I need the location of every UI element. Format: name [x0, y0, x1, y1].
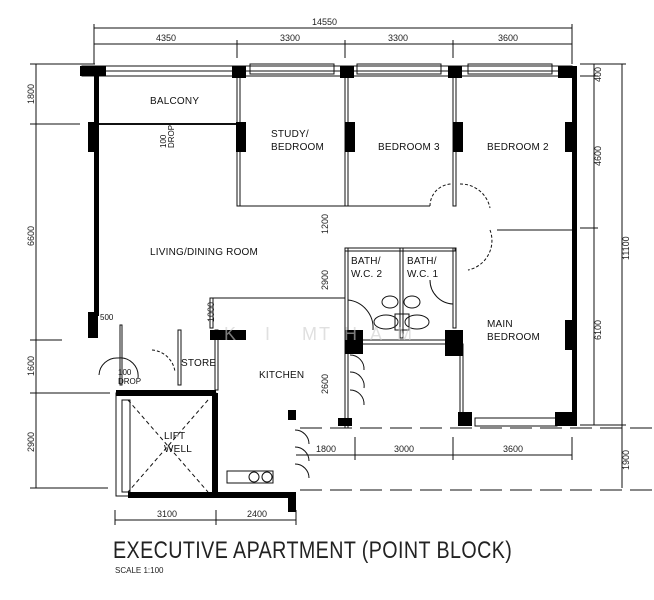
- room-kitchen: KITCHEN: [259, 370, 304, 381]
- room-study-2: BEDROOM: [271, 142, 324, 153]
- room-bath2-1: BATH/: [351, 256, 381, 267]
- svg-text:K: K: [224, 324, 236, 344]
- dim-kitchen-1000: 1000: [206, 302, 216, 322]
- svg-text:I: I: [265, 324, 270, 344]
- dim-right-4600: 4600: [593, 146, 603, 166]
- room-main-2: BEDROOM: [487, 332, 540, 343]
- dim-inner-1200: 1200: [320, 214, 330, 234]
- entry-drop-num: 100: [118, 368, 132, 377]
- svg-text:M: M: [302, 324, 317, 344]
- dim-top-total: 14550: [312, 17, 337, 27]
- dim-left-2: 6600: [26, 226, 36, 246]
- svg-text:H: H: [344, 324, 357, 344]
- svg-text:A: A: [370, 324, 382, 344]
- svg-text:T: T: [319, 324, 330, 344]
- dim-right-total: 11100: [621, 236, 631, 260]
- svg-text:M: M: [397, 324, 412, 344]
- room-lift-1: LIFT: [164, 431, 185, 442]
- dim-top-2: 3300: [280, 33, 300, 43]
- watermark: K I M T H A M: [224, 324, 412, 344]
- dim-top-1: 4350: [156, 33, 176, 43]
- plan-scale: SCALE 1:100: [115, 566, 164, 575]
- room-store: STORE: [181, 358, 216, 369]
- dim-bottom-3100: 3100: [157, 509, 177, 519]
- dim-inner-2600: 2600: [320, 374, 330, 394]
- dim-right-400: 400: [593, 67, 603, 82]
- dim-left-1: 1800: [26, 84, 36, 104]
- dim-bottom-2400: 2400: [247, 509, 267, 519]
- room-bedroom3: BEDROOM 3: [378, 142, 440, 153]
- dim-bottom-1800: 1800: [316, 444, 336, 454]
- plan-title: EXECUTIVE APARTMENT (POINT BLOCK): [113, 537, 513, 564]
- room-living-dining: LIVING/DINING ROOM: [150, 247, 258, 258]
- dim-left-3: 1600: [26, 356, 36, 376]
- dim-top-4: 3600: [498, 33, 518, 43]
- dim-right-bottom: 1900: [621, 450, 631, 470]
- room-study-1: STUDY/: [271, 129, 309, 140]
- balcony-drop-num: 100: [159, 134, 168, 148]
- dim-top-3: 3300: [388, 33, 408, 43]
- room-balcony: BALCONY: [150, 96, 199, 107]
- room-bath1-2: W.C. 1: [407, 269, 438, 280]
- dim-bottom-3600: 3600: [503, 444, 523, 454]
- room-lift-2: WELL: [164, 444, 192, 455]
- room-main-1: MAIN: [487, 319, 513, 330]
- dim-right-6100: 6100: [593, 320, 603, 340]
- balcony-drop-label: DROP: [167, 125, 176, 148]
- dim-left-4: 2900: [26, 432, 36, 452]
- room-bath1-1: BATH/: [407, 256, 437, 267]
- room-bath2-2: W.C. 2: [351, 269, 382, 280]
- dim-bottom-3000: 3000: [394, 444, 414, 454]
- dim-inner-2900: 2900: [320, 270, 330, 290]
- dim-500: 500: [100, 313, 114, 322]
- room-bedroom2: BEDROOM 2: [487, 142, 549, 153]
- entry-drop-label: DROP: [118, 377, 141, 386]
